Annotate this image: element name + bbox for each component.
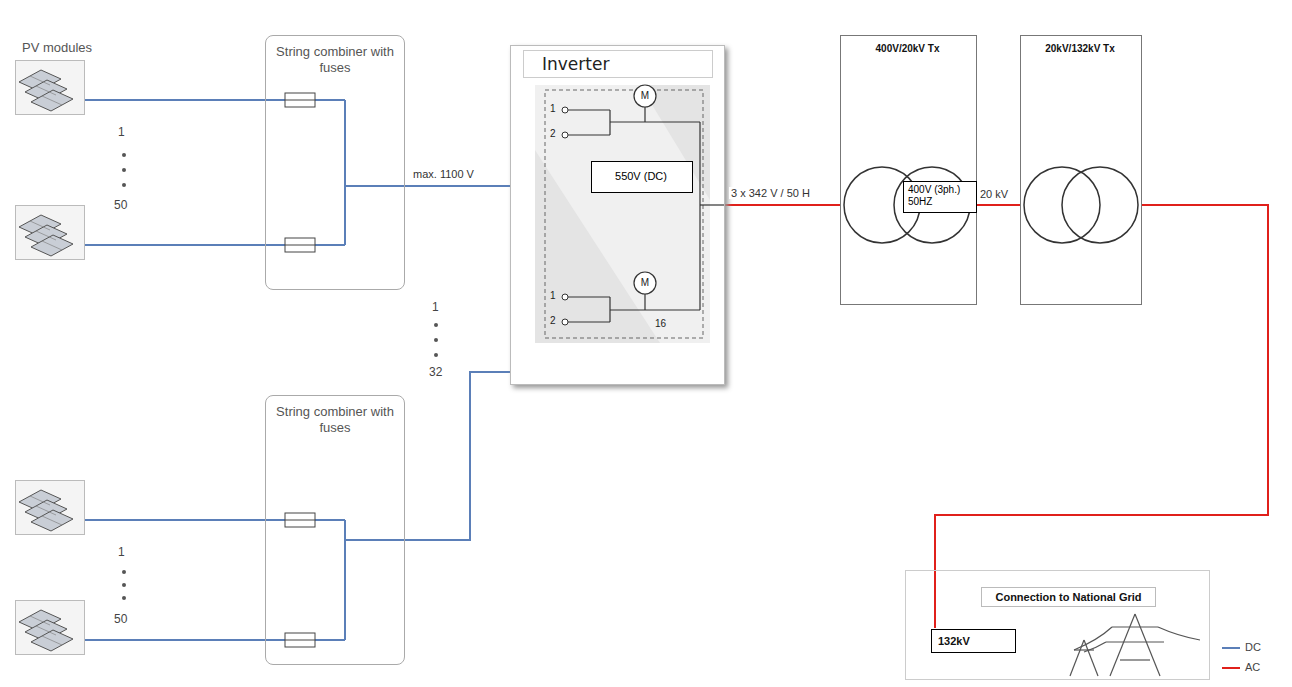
transformer-box: 400V/20kV Tx 400V (3ph.) 50HZ [840,35,977,305]
pv-module [16,61,85,655]
legend-sample [1222,667,1240,669]
terminal-number: 2 [550,315,556,327]
section-label: PV modules [22,40,92,55]
node-text: 132kV [931,629,1016,653]
node-title: String combiner with fuses [274,44,396,76]
dc-connector [405,372,510,540]
edge-label: max. 1100 V [411,168,476,180]
combiner-box: String combiner with fuses [265,395,405,665]
grid-region: Connection to National Grid 132kV [905,570,1210,680]
fuse-symbol [285,93,315,647]
transformer-symbol [844,167,1138,243]
ac-wire [934,570,936,628]
terminal-number: 1 [550,103,556,115]
terminal-number: 16 [655,318,666,330]
legend-text: AC [1245,661,1260,674]
index-number: 32 [429,365,442,379]
pylon-icon [1070,614,1200,676]
edge-label: 3 x 342 V / 50 H [729,187,812,199]
combiner-box: String combiner with fuses [265,35,405,290]
motor-symbol-label: M [639,277,651,289]
node-title: 550V (DC) [592,162,690,190]
node-title: Connection to National Grid [981,587,1156,607]
node-title: String combiner with fuses [274,404,396,436]
index-number: 1 [118,545,125,559]
node-title: 20kV/132kV Tx [1021,42,1139,55]
ac-connector [977,204,1020,206]
index-number: 50 [114,612,127,626]
motor-symbol-label: M [639,90,651,102]
node-title: Inverter [523,50,713,78]
legend-sample [1222,647,1240,649]
voltage-box: 400V (3ph.) 50HZ [903,181,977,213]
dc-connector [405,185,510,187]
dc-wire [85,100,405,640]
terminal-number: 1 [550,290,556,302]
voltage-box: 550V (DC) [591,161,693,193]
ac-connector [935,205,1268,570]
node-title: 400V/20kV Tx [841,42,974,55]
inverter-schematic [535,85,725,343]
terminal-number: 2 [550,128,556,140]
index-number: 1 [118,125,125,139]
legend-text: DC [1245,641,1261,654]
inverter-box: Inverter 550V (DC) [510,45,725,385]
node-title: 400V (3ph.) 50HZ [904,182,974,210]
index-number: 1 [432,300,439,314]
index-number: 50 [114,198,127,212]
ac-connector [725,204,840,206]
edge-label: 20 kV [978,188,1010,200]
transformer-box: 20kV/132kV Tx [1020,35,1142,305]
